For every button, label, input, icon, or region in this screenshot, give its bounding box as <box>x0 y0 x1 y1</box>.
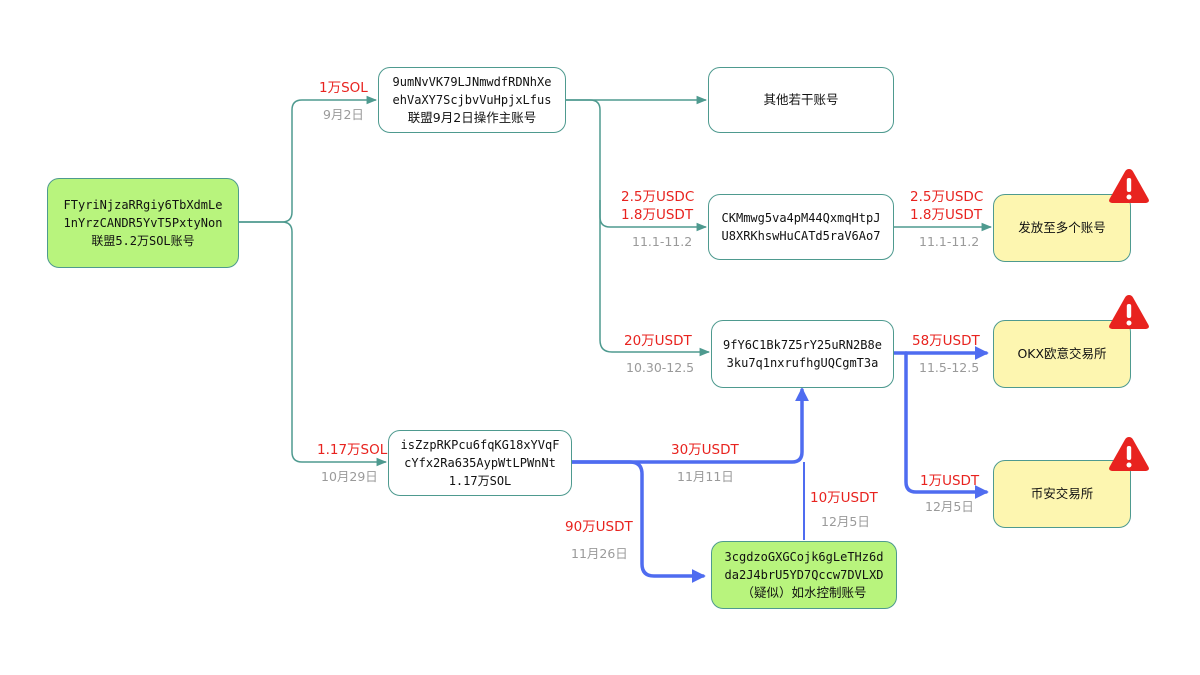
edge-isz-cgd <box>570 460 706 583</box>
edge-amount: 2.5万USDC <box>621 189 695 205</box>
address-line: 9umNvVK79LJNmwdfRDNhXe <box>392 75 552 89</box>
address-line: FTyriNjzaRRgiy6TbXdmLe <box>63 198 223 212</box>
node-isz-account: isZzpRKPcu6fqKG18xYVqF cYfx2Ra635AypWtLP… <box>388 430 572 496</box>
edge-date: 12月5日 <box>821 514 870 529</box>
address-line: 1nYrzCANDR5YvT5PxtyNon <box>63 216 223 230</box>
edge-amount: 1.8万USDT <box>910 207 983 223</box>
node-caption: 其他若干账号 <box>763 92 839 107</box>
node-op-main-account: 9umNvVK79LJNmwdfRDNhXe ehVaXY7ScjbvVuHpj… <box>378 67 566 133</box>
node-okx-exchange: OKX欧意交易所 <box>993 320 1131 388</box>
node-ckm-account: CKMmwg5va4pM44QxmqHtpJ U8XRKhswHuCATd5ra… <box>708 194 894 260</box>
address-line: ehVaXY7ScjbvVuHpjxLfus <box>392 93 552 107</box>
edge-amount: 58万USDT <box>912 333 980 349</box>
node-caption: 联盟9月2日操作主账号 <box>407 110 537 125</box>
node-binance-exchange: 币安交易所 <box>993 460 1131 528</box>
warning-icon <box>1109 295 1149 329</box>
node-caption: （疑似）如水控制账号 <box>741 585 867 600</box>
node-source-account: FTyriNjzaRRgiy6TbXdmLe 1nYrzCANDR5YvT5Px… <box>47 178 239 268</box>
node-caption: 发放至多个账号 <box>1018 220 1106 235</box>
warning-icon <box>1109 169 1149 203</box>
address-line: CKMmwg5va4pM44QxmqHtpJ <box>721 211 881 225</box>
edge-amount: 30万USDT <box>671 442 739 458</box>
address-line: da2J4brU5YD7Qccw7DVLXD <box>724 568 884 582</box>
node-caption: 1.17万SOL <box>448 474 512 488</box>
edge-amount: 90万USDT <box>565 519 633 535</box>
edge-date: 11.1-11.2 <box>919 234 980 249</box>
edge-op9-f9y <box>599 200 711 357</box>
node-other-accounts: 其他若干账号 <box>708 67 894 133</box>
edge-op9-ckm <box>566 99 708 232</box>
edge-date: 11.5-12.5 <box>919 360 980 375</box>
edge-amount: 1.17万SOL <box>317 442 388 458</box>
node-caption: 币安交易所 <box>1030 486 1094 501</box>
edge-source-isz <box>238 221 388 467</box>
edge-date: 12月5日 <box>925 499 974 514</box>
edge-amount: 10万USDT <box>810 490 878 506</box>
edge-amount: 1万SOL <box>319 80 368 96</box>
edge-date: 11月26日 <box>571 546 628 561</box>
edge-source-op9 <box>238 95 378 223</box>
address-line: U8XRKhswHuCATd5raV6Ao7 <box>721 229 881 243</box>
edge-amount: 20万USDT <box>624 333 692 349</box>
edge-date: 9月2日 <box>323 107 364 122</box>
edge-amount: 1.8万USDT <box>621 207 694 223</box>
address-line: cYfx2Ra635AypWtLPWnNt <box>404 456 556 470</box>
edge-date: 10.30-12.5 <box>626 360 695 375</box>
node-suspected-account: 3cgdzoGXGCojk6gLeTHz6d da2J4brU5YD7Qccw7… <box>711 541 897 609</box>
edge-date: 11月11日 <box>677 469 734 484</box>
edge-date: 11.1-11.2 <box>632 234 693 249</box>
address-line: 9fY6C1Bk7Z5rY25uRN2B8e <box>723 338 882 352</box>
address-line: isZzpRKPcu6fqKG18xYVqF <box>400 438 560 452</box>
edge-isz-f9y <box>570 387 809 464</box>
node-caption: 联盟5.2万SOL账号 <box>91 234 195 248</box>
edge-amount: 2.5万USDC <box>910 189 984 205</box>
edge-amount: 1万USDT <box>920 473 980 489</box>
address-line: 3ku7q1nxrufhgUQCgmT3a <box>726 356 879 370</box>
address-line: 3cgdzoGXGCojk6gLeTHz6d <box>724 550 884 564</box>
warning-icon <box>1109 437 1149 471</box>
edge-f9y-binance <box>904 351 989 499</box>
node-distribute: 发放至多个账号 <box>993 194 1131 262</box>
node-f9y-account: 9fY6C1Bk7Z5rY25uRN2B8e 3ku7q1nxrufhgUQCg… <box>711 320 894 388</box>
edge-date: 10月29日 <box>321 469 378 484</box>
node-caption: OKX欧意交易所 <box>1017 346 1107 361</box>
